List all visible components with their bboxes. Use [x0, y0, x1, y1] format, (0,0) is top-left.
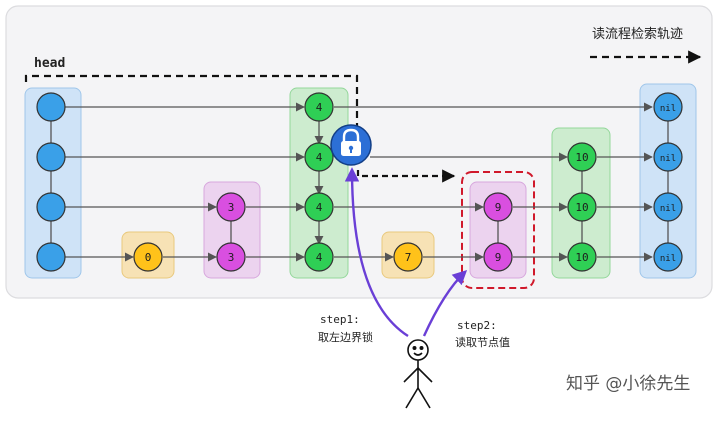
- node-10-label: 10: [575, 151, 588, 164]
- step2-arrow: [422, 270, 468, 337]
- tail-nil-node-circle: [653, 192, 683, 222]
- tail-nil-node-circle: [653, 142, 683, 172]
- node-9-level: 9: [483, 242, 513, 272]
- node-10-level: 10: [567, 142, 597, 172]
- node-4-circle: [304, 142, 334, 172]
- head-node-circle: [36, 142, 66, 172]
- head-label: head: [34, 56, 65, 71]
- head-node-level: [36, 192, 66, 222]
- watermark: 知乎 @小徐先生: [566, 374, 690, 394]
- lock-icon: [330, 124, 372, 166]
- node-10-circle: [567, 142, 597, 172]
- tail-nil-node-label: nil: [660, 204, 676, 214]
- node-3-label: 3: [228, 201, 235, 214]
- node-7-circle: [393, 242, 423, 272]
- node-10-level: 10: [567, 192, 597, 222]
- node-3-level: 3: [216, 242, 246, 272]
- tail-nil-node-level: nil: [653, 142, 683, 172]
- node-3-label: 3: [228, 251, 235, 264]
- step1-arrow: [344, 167, 409, 338]
- node-4-circle: [304, 242, 334, 272]
- head-column-box: [24, 87, 82, 279]
- node-4-label: 4: [316, 201, 323, 214]
- node-7-label: 7: [405, 251, 412, 264]
- head-node-circle: [36, 242, 66, 272]
- tail-nil-node-level: nil: [653, 242, 683, 272]
- node-9-circle: [483, 242, 513, 272]
- step1-desc: 取左边界锁: [318, 330, 373, 344]
- node-9-label: 9: [495, 201, 502, 214]
- node-3-level: 3: [216, 192, 246, 222]
- node-10-level: 10: [567, 242, 597, 272]
- reader-stick-figure: [403, 339, 433, 409]
- node-10-circle: [567, 192, 597, 222]
- node-4-label: 4: [316, 251, 323, 264]
- head-node-level: [36, 242, 66, 272]
- node-0-label: 0: [145, 251, 152, 264]
- head-node-circle: [36, 92, 66, 122]
- legend-label: 读流程检索轨迹: [592, 27, 683, 42]
- node-9-level: 9: [483, 192, 513, 222]
- tail-nil-node-level: nil: [653, 92, 683, 122]
- node-3-circle: [216, 192, 246, 222]
- tail-nil-node-label: nil: [660, 154, 676, 164]
- tail-nil-node-label: nil: [660, 254, 676, 264]
- node-10-circle: [567, 242, 597, 272]
- node-4-circle: [304, 92, 334, 122]
- step2-desc: 读取节点值: [455, 335, 510, 349]
- tail-nil-node-circle: [653, 242, 683, 272]
- read-path-trajectory: [24, 74, 359, 126]
- head-node-circle: [36, 192, 66, 222]
- node-4-circle: [304, 192, 334, 222]
- node-4-label: 4: [316, 151, 323, 164]
- node-4-label: 4: [316, 101, 323, 114]
- node-4-level: 4: [304, 142, 334, 172]
- step1-title: step1:: [320, 313, 360, 326]
- node-7-level: 7: [393, 242, 423, 272]
- tail-nil-node-circle: [653, 92, 683, 122]
- head-node-level: [36, 92, 66, 122]
- node-4-level: 4: [304, 192, 334, 222]
- forward-pointers: [64, 102, 653, 262]
- node-9-label: 9: [495, 251, 502, 264]
- node-3-circle: [216, 242, 246, 272]
- node-10-label: 10: [575, 201, 588, 214]
- node-4-level: 4: [304, 242, 334, 272]
- head-node-level: [36, 142, 66, 172]
- target-node-highlight: [461, 171, 535, 289]
- node-10-label: 10: [575, 251, 588, 264]
- node-0-level: 0: [133, 242, 163, 272]
- step2-title: step2:: [457, 319, 497, 332]
- node-9-circle: [483, 192, 513, 222]
- node-0-circle: [133, 242, 163, 272]
- node-4-level: 4: [304, 92, 334, 122]
- tail-nil-node-label: nil: [660, 104, 676, 114]
- tail-nil-node-level: nil: [653, 192, 683, 222]
